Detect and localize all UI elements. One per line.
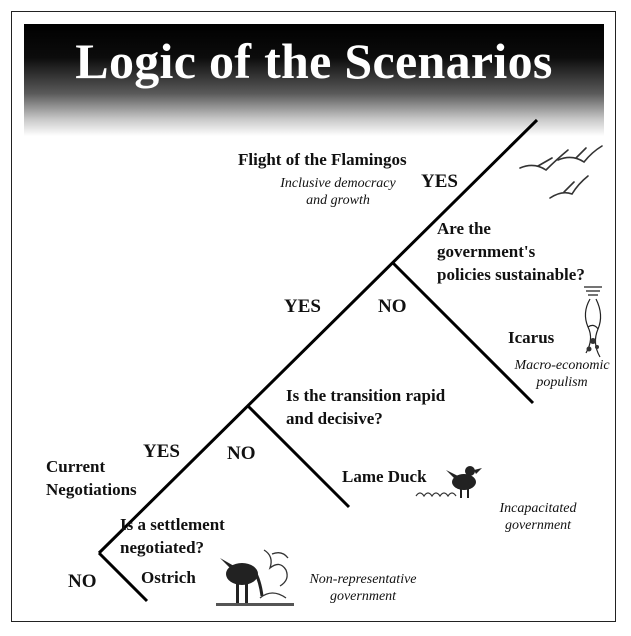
scenario-ostrich-desc: Non-representative government xyxy=(309,572,417,604)
ostrich-icon xyxy=(216,549,294,606)
transition-no-label: NO xyxy=(227,443,256,464)
icarus-icon xyxy=(584,286,602,358)
settlement-question: Is a settlement negotiated? xyxy=(120,515,225,557)
sustainable-no-label: NO xyxy=(378,296,407,317)
page-title: Logic of the Scenarios xyxy=(75,33,553,89)
settlement-no-label: NO xyxy=(68,571,97,592)
transition-no-branch xyxy=(246,404,351,509)
sustainable-no-branch xyxy=(391,261,535,405)
settlement-no-branch xyxy=(97,551,149,603)
scenario-lame-duck-name: Lame Duck xyxy=(342,467,427,486)
flamingos-icon xyxy=(519,145,603,199)
scenario-ostrich-name: Ostrich xyxy=(141,568,196,587)
scenario-flamingos-desc: Inclusive democracy and growth xyxy=(280,176,396,208)
settlement-yes-label: YES xyxy=(143,441,180,462)
transition-question: Is the transition rapid and decisive? xyxy=(286,386,446,428)
scenario-icarus-name: Icarus xyxy=(508,328,555,347)
scenario-lame-duck-desc: Incapacitated government xyxy=(499,501,577,533)
transition-yes-label: YES xyxy=(284,296,321,317)
title-banner xyxy=(24,24,604,136)
scenario-icarus-desc: Macro-economic populism xyxy=(514,358,610,390)
scenario-flamingos-name: Flight of the Flamingos xyxy=(238,150,407,169)
start-label: Current Negotiations xyxy=(46,457,137,499)
sustainable-yes-label: YES xyxy=(421,171,458,192)
sustainable-question: Are the government's policies sustainabl… xyxy=(437,219,585,284)
lame-duck-icon xyxy=(415,466,482,498)
main-branch-line xyxy=(97,118,539,555)
